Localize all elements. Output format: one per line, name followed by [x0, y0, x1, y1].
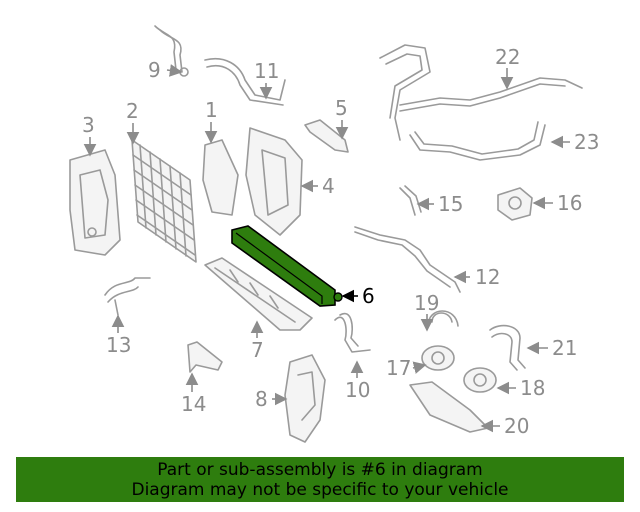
callout-17: 17 [386, 356, 411, 380]
callout-3: 3 [82, 113, 95, 137]
part-21-hose [489, 324, 526, 371]
callout-20: 20 [504, 414, 529, 438]
callout-11: 11 [254, 59, 279, 83]
part-15-hose [399, 185, 422, 216]
callout-23: 23 [574, 130, 599, 154]
part-1-module [202, 139, 239, 216]
part-2-condenser [131, 139, 197, 263]
part-8-panel [284, 354, 326, 443]
part-22-hose-assembly [379, 44, 583, 141]
part-14-bracket [187, 341, 223, 373]
callout-7: 7 [251, 338, 264, 362]
callout-16: 16 [557, 191, 582, 215]
callout-9: 9 [148, 58, 161, 82]
banner-line-1: Part or sub-assembly is #6 in diagram [157, 460, 483, 480]
callout-12: 12 [475, 265, 500, 289]
banner-line-2: Diagram may not be specific to your vehi… [131, 480, 509, 500]
callout-4: 4 [322, 174, 335, 198]
part-10-hose [334, 312, 371, 353]
part-12-pipe [354, 226, 461, 293]
callout-18: 18 [520, 376, 545, 400]
callout-5: 5 [335, 96, 348, 120]
part-23-hose [409, 121, 546, 161]
callout-2: 2 [126, 99, 139, 123]
callout-10: 10 [345, 378, 370, 402]
part-7-tray [204, 257, 313, 331]
part-4-frame [245, 127, 303, 236]
parts-diagram: 9 11 3 2 1 4 5 6 7 13 14 8 10 12 15 16 1… [69, 25, 599, 443]
info-banner: Part or sub-assembly is #6 in diagram Di… [16, 457, 624, 502]
callout-8: 8 [255, 387, 268, 411]
callout-22: 22 [495, 45, 520, 69]
callout-1: 1 [205, 98, 218, 122]
part-16-pump [497, 187, 533, 221]
part-5-bracket [304, 119, 349, 153]
part-3-shroud [69, 149, 121, 256]
callout-21: 21 [552, 336, 577, 360]
part-18-pump [463, 367, 497, 393]
part-17-pump [421, 345, 455, 371]
part-13-line [104, 277, 151, 316]
part-11-hose [204, 58, 286, 106]
callout-14: 14 [181, 392, 206, 416]
callout-13: 13 [106, 333, 131, 357]
callout-arrows [83, 64, 570, 433]
callout-6-highlighted: 6 [362, 284, 375, 308]
callout-19: 19 [414, 291, 439, 315]
callout-15: 15 [438, 192, 463, 216]
